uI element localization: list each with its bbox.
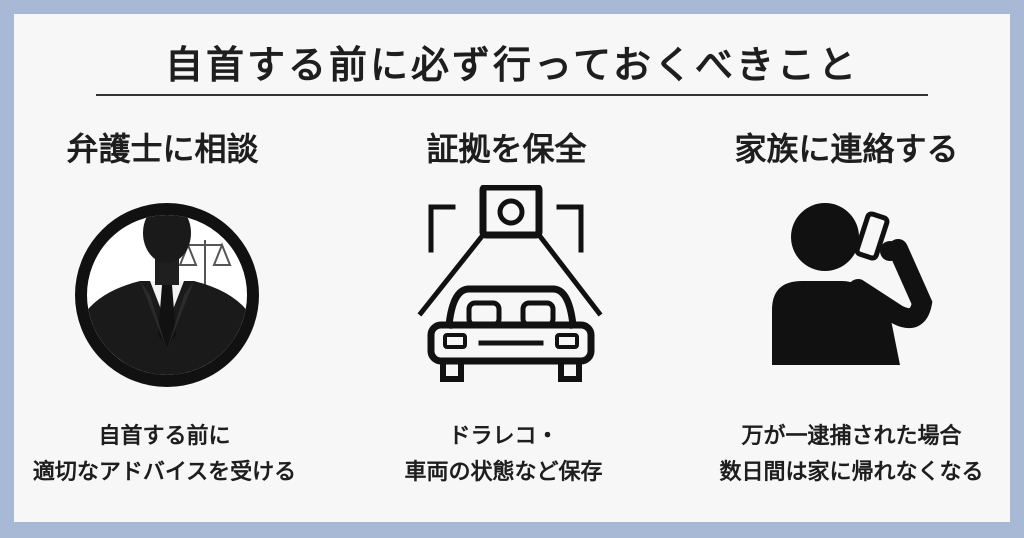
column-description: ドラレコ・ 車両の状態など保存 bbox=[333, 419, 674, 491]
column-evidence: 証拠を保全 bbox=[341, 0, 682, 538]
car-camera-icon bbox=[341, 185, 682, 390]
column-heading: 証拠を保全 bbox=[426, 130, 587, 168]
page-title: 自首する前に必ず行っておくべきこと bbox=[165, 43, 859, 87]
description-line: 数日間は家に帰れなくなる bbox=[719, 460, 984, 485]
description-line: 車両の状態など保存 bbox=[404, 460, 603, 485]
description-line: 適切なアドバイスを受ける bbox=[32, 460, 297, 485]
title-divider bbox=[96, 94, 928, 96]
column-description: 万が一逮捕された場合 数日間は家に帰れなくなる bbox=[681, 419, 1022, 491]
column-heading: 家族に連絡する bbox=[734, 130, 959, 168]
phone-call-icon bbox=[682, 185, 1023, 390]
column-family: 家族に連絡する 万が一逮捕された場合 数日間は家に帰れなくなる bbox=[682, 0, 1023, 538]
column-heading: 弁護士に相談 bbox=[66, 130, 259, 168]
lawyer-icon bbox=[0, 185, 341, 390]
description-line: 万が一逮捕された場合 bbox=[741, 424, 962, 449]
column-description: 自首する前に 適切なアドバイスを受ける bbox=[0, 419, 335, 491]
description-line: ドラレコ・ bbox=[448, 424, 559, 449]
column-lawyer: 弁護士に相談 bbox=[0, 0, 341, 538]
description-line: 自首する前に bbox=[98, 424, 231, 449]
